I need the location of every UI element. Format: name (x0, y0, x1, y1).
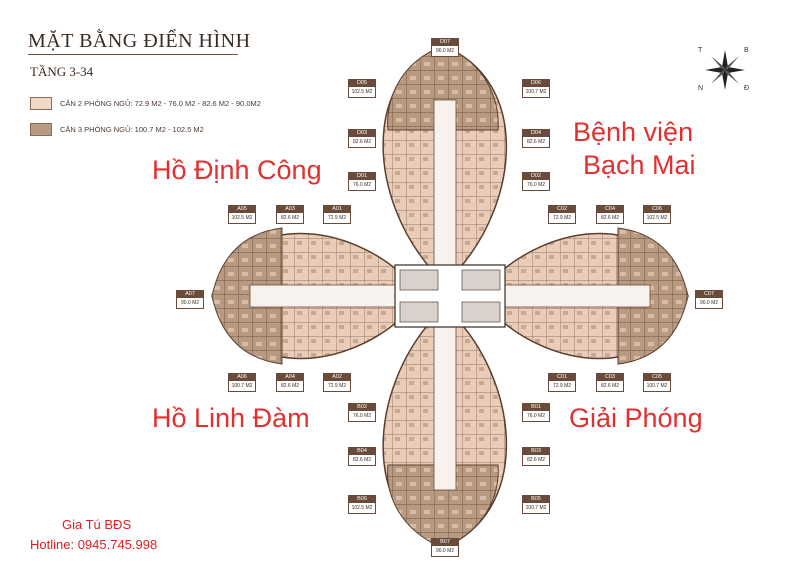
legend-item-3br: CĂN 3 PHÒNG NGỦ: 100.7 M2 - 102.5 M2 (30, 122, 204, 136)
page-title: MẶT BẰNG ĐIỂN HÌNH (28, 30, 251, 52)
legend-item-2br: CĂN 2 PHÒNG NGỦ: 72.9 M2 - 76.0 M2 - 82.… (30, 96, 261, 110)
legend-label-3br: CĂN 3 PHÒNG NGỦ: 100.7 M2 - 102.5 M2 (60, 124, 204, 134)
direction-label-giai-phong: Giải Phóng (569, 403, 703, 433)
central-core (249, 99, 651, 491)
compass-label-t: T (698, 47, 703, 54)
legend-swatch-3br (30, 122, 52, 136)
legend-label-2br: CĂN 2 PHÒNG NGỦ: 72.9 M2 - 76.0 M2 - 82.… (60, 98, 261, 108)
legend-swatch-2br (30, 96, 52, 110)
direction-label-ho-dinh-cong: Hồ Định Công (152, 155, 322, 185)
direction-label-bach-mai: Bạch Mai (583, 150, 696, 180)
title-divider (28, 54, 238, 55)
direction-label-ho-linh-dam: Hồ Linh Đàm (152, 403, 310, 433)
compass-label-b: B (744, 47, 749, 54)
compass: T B N Đ (698, 45, 750, 95)
direction-label-benh-vien: Bệnh viện (573, 117, 694, 147)
floor-range: TẦNG 3-34 (30, 64, 94, 79)
credit-hotline: Hotline: 0945.745.998 (30, 537, 158, 552)
compass-label-n: N (698, 85, 704, 92)
credit-name: Gia Tú BĐS (62, 517, 132, 532)
compass-rose-icon (705, 50, 745, 90)
compass-label-d: Đ (744, 85, 750, 92)
